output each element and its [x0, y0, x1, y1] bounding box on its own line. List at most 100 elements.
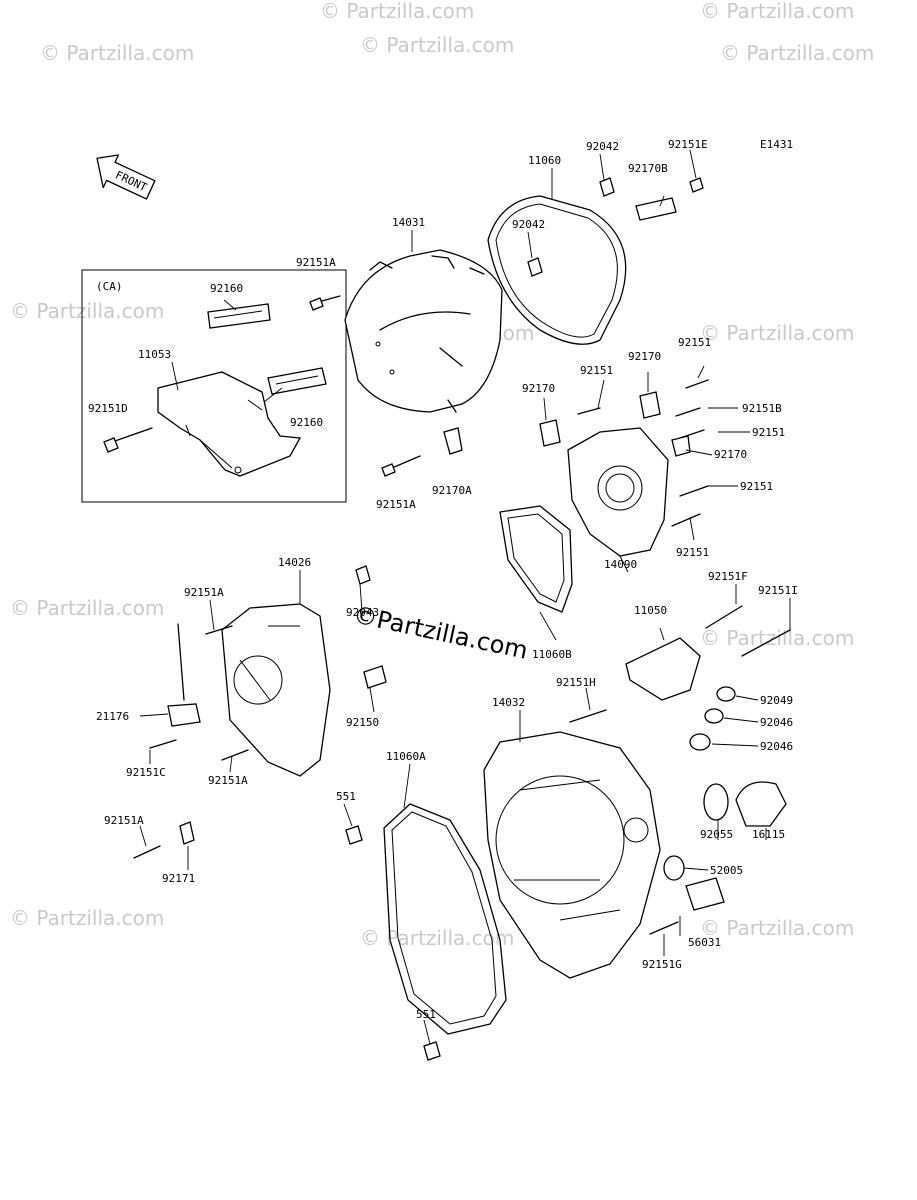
oring-92055	[703, 783, 729, 821]
bolt-92151A-lower	[381, 455, 421, 477]
dowel-pins-551	[345, 825, 441, 1061]
part-label: 11053	[138, 348, 171, 361]
long-bolts-92151F-92151I	[569, 605, 791, 723]
cover-plate-11053	[157, 371, 302, 477]
part-label: 92171	[162, 872, 195, 885]
clutch-cover-14032	[483, 731, 661, 979]
watermark: © Partzilla.com	[10, 299, 164, 323]
part-label: 11050	[634, 604, 667, 617]
watermark: © Partzilla.com	[700, 321, 854, 345]
watermark: © Partzilla.com	[720, 41, 874, 65]
bolt-92151E	[689, 177, 704, 193]
part-label: 92151H	[556, 676, 596, 689]
bracket-11050	[625, 637, 701, 701]
clamp-92171	[179, 821, 195, 845]
watermark-layer: © Partzilla.com © Partzilla.com © Partzi…	[10, 0, 874, 950]
part-label: 92170A	[432, 484, 472, 497]
watermark: © Partzilla.com	[10, 906, 164, 930]
dowel-pin-92042-lower	[527, 257, 543, 277]
part-label: 551	[416, 1008, 436, 1021]
watermark: © Partzilla.com	[700, 0, 854, 23]
part-label: 92170	[628, 350, 661, 363]
part-label: 92043	[346, 606, 379, 619]
part-label: 11060	[528, 154, 561, 167]
part-label: 14031	[392, 216, 425, 229]
part-label: 92151I	[758, 584, 798, 597]
bolt-92151G	[649, 921, 679, 935]
seal-52005	[663, 855, 685, 881]
diagram-code: E1431	[760, 138, 793, 151]
part-label: 92151	[752, 426, 785, 439]
lever-21176	[167, 623, 201, 727]
watermark: © Partzilla.com	[360, 33, 514, 57]
part-label: 11060A	[386, 750, 426, 763]
bolt-92151A-upper	[309, 295, 341, 311]
part-label: 92151A	[104, 814, 144, 827]
dowel-pin-92042-upper	[599, 177, 615, 197]
part-label: 92151A	[296, 256, 336, 269]
part-label: 92151A	[184, 586, 224, 599]
watermark: © Partzilla.com	[40, 41, 194, 65]
part-label: 92151F	[708, 570, 748, 583]
part-label: 92042	[586, 140, 619, 153]
part-label: 92151	[580, 364, 613, 377]
part-label: 551	[336, 790, 356, 803]
leader-lines	[139, 149, 791, 1045]
california-model-box	[81, 269, 347, 503]
clamp-92170-group	[539, 391, 691, 457]
part-label: 92042	[512, 218, 545, 231]
part-label: 92151B	[742, 402, 782, 415]
watermark-center: ©Partzilla.com	[351, 600, 531, 664]
clamp-92170B	[635, 197, 677, 221]
part-label: 92151E	[668, 138, 708, 151]
label-sticker-92160-top	[207, 303, 271, 329]
watermark: © Partzilla.com	[700, 916, 854, 940]
part-label: 92046	[760, 740, 793, 753]
dowel-pin-92043	[355, 565, 371, 585]
part-label: 11060B	[532, 648, 572, 661]
seals-92049-92046	[689, 686, 736, 751]
part-label: 92151G	[642, 958, 682, 971]
watermark: © Partzilla.com	[700, 626, 854, 650]
part-label: 92170B	[628, 162, 668, 175]
part-label: 21176	[96, 710, 129, 723]
part-label: 92151	[740, 480, 773, 493]
collar-92150	[363, 665, 387, 689]
part-label: 92170	[522, 382, 555, 395]
oil-cap-16115	[735, 781, 787, 827]
part-label: 56031	[688, 936, 721, 949]
cover-14090	[567, 427, 669, 557]
region-label: (CA)	[96, 280, 123, 293]
part-label: 14032	[492, 696, 525, 709]
clamp-92170A	[443, 427, 463, 455]
front-label: FRONT	[113, 168, 149, 194]
label-sticker-92160-bottom	[267, 367, 327, 395]
cover-14026	[221, 603, 331, 777]
gasket-11060A	[383, 803, 507, 1035]
bolt-group-92151-left	[133, 625, 249, 859]
part-label: 14026	[278, 556, 311, 569]
generator-cover-14031	[344, 249, 503, 413]
part-label: 92160	[210, 282, 243, 295]
part-label: 92160	[290, 416, 323, 429]
part-label: 14090	[604, 558, 637, 571]
watermark: © Partzilla.com	[320, 0, 474, 23]
part-label: 52005	[710, 864, 743, 877]
part-label: 92151A	[208, 774, 248, 787]
part-label: 92046	[760, 716, 793, 729]
gasket-11060	[487, 195, 627, 345]
part-label: 92151D	[88, 402, 128, 415]
part-label: 92151A	[376, 498, 416, 511]
bolt-group-92151-right	[577, 379, 709, 527]
part-label: 92151	[678, 336, 711, 349]
part-label: 92151	[676, 546, 709, 559]
part-label: 92055	[700, 828, 733, 841]
part-label: 92170	[714, 448, 747, 461]
label-56031	[685, 877, 725, 911]
part-labels: 92042 11060 92151E 92170B 92042 14031 92…	[88, 138, 798, 1021]
part-label: 16115	[752, 828, 785, 841]
front-arrow-icon: FRONT	[96, 154, 156, 200]
gasket-11060B	[499, 505, 573, 613]
